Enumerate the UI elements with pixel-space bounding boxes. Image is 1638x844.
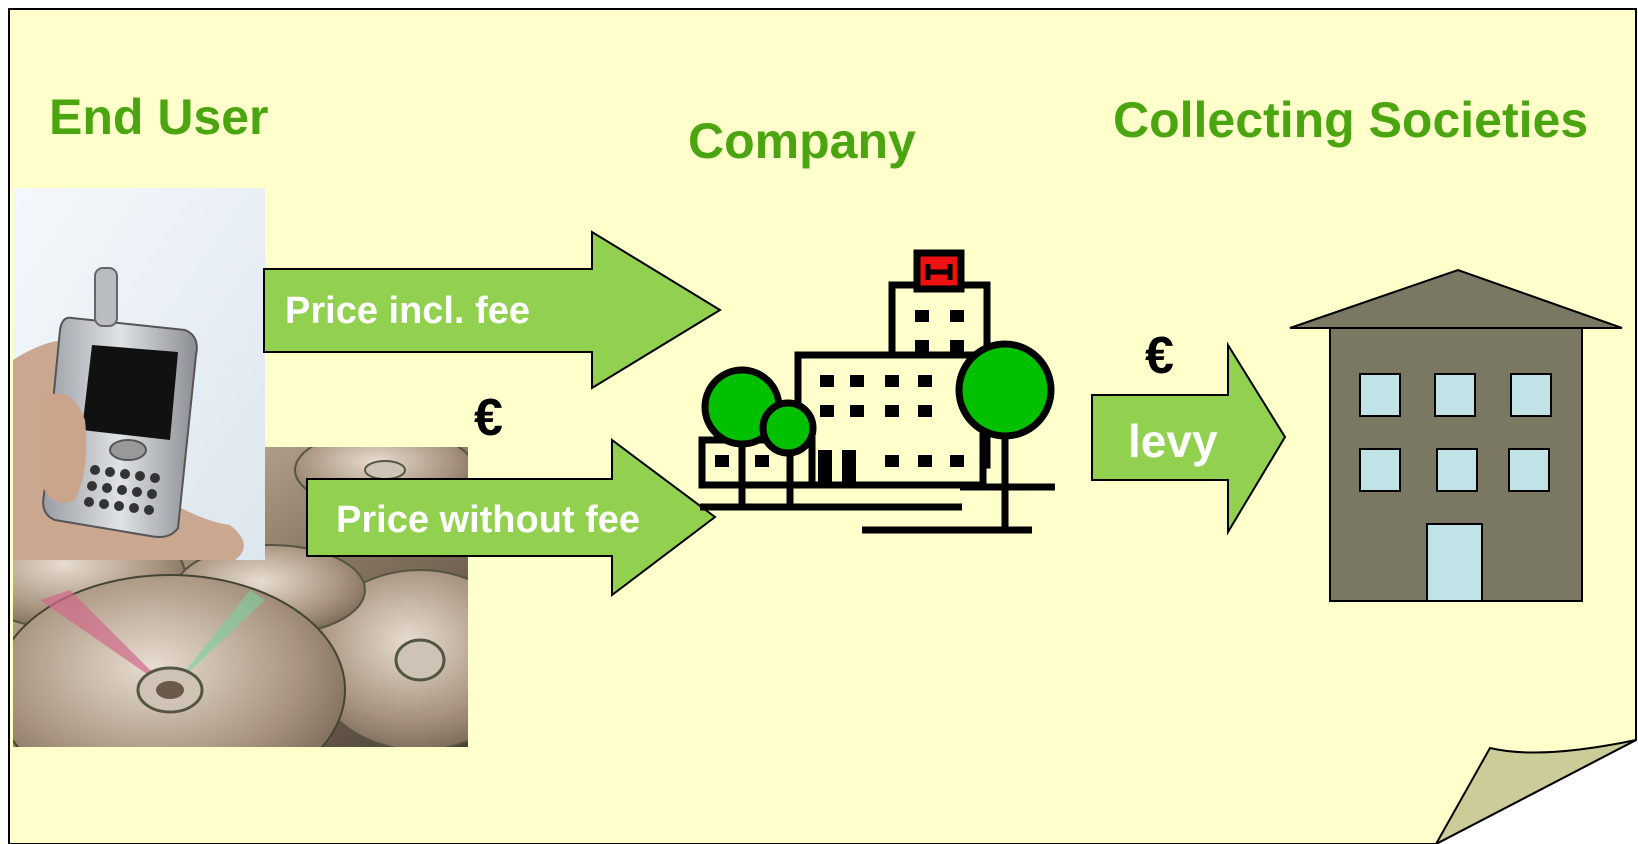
heading-company: Company: [688, 113, 916, 169]
arrow-label-levy: levy: [1128, 415, 1218, 467]
heading-collecting-societies: Collecting Societies: [1113, 92, 1589, 148]
arrow-label-price-without-fee: Price without fee: [336, 499, 641, 541]
heading-end-user: End User: [49, 89, 269, 145]
price-incl-fee-arrow: [263, 230, 722, 390]
page-curl-icon: [1434, 739, 1637, 844]
collecting-societies-building-icon: [1289, 268, 1623, 602]
euro-symbol-right: €: [1145, 327, 1174, 385]
mobile-phone-photo: [13, 188, 265, 560]
euro-symbol-left: €: [474, 389, 503, 447]
levy-arrow: [1091, 341, 1287, 536]
company-windows: [715, 310, 964, 485]
price-without-fee-arrow: [306, 438, 717, 598]
trees-icon: [701, 340, 1055, 457]
arrow-label-price-incl-fee: Price incl. fee: [285, 290, 531, 332]
